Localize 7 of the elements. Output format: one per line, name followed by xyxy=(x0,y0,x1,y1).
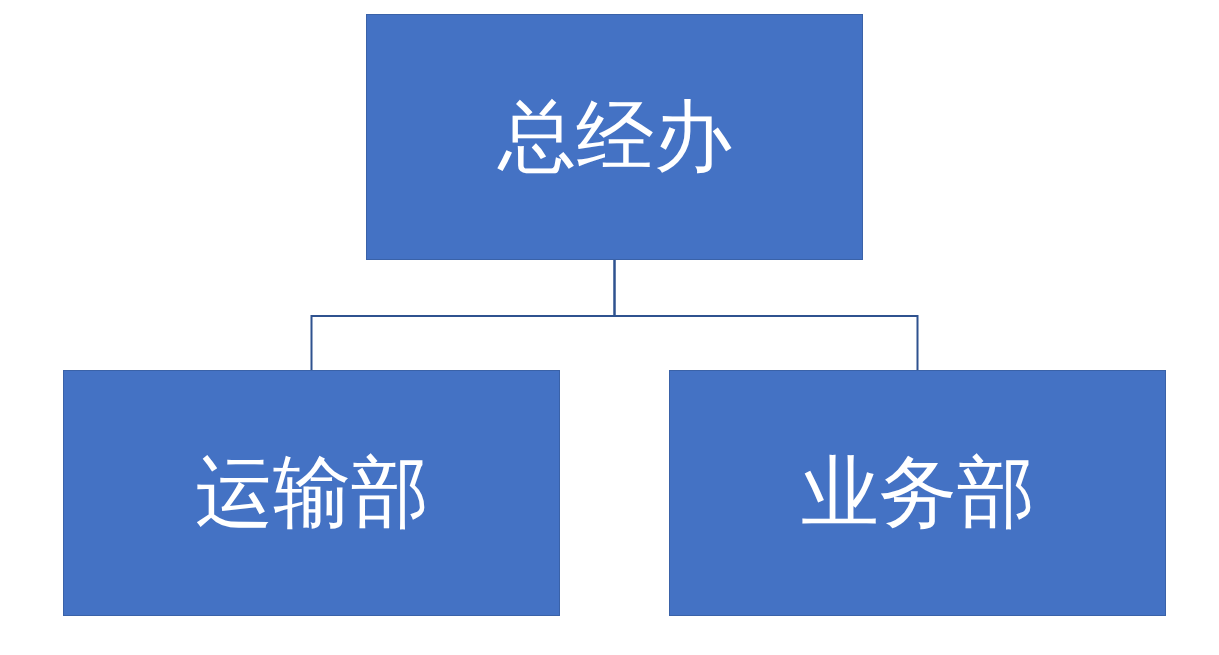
department-box xyxy=(669,370,1166,616)
department-name: 运输部 xyxy=(194,445,429,539)
department-name: 业务部 xyxy=(800,445,1035,539)
connector-line xyxy=(613,259,919,371)
department-name: 总经办 xyxy=(497,89,732,183)
department-box xyxy=(366,14,863,260)
department-box xyxy=(63,370,560,616)
